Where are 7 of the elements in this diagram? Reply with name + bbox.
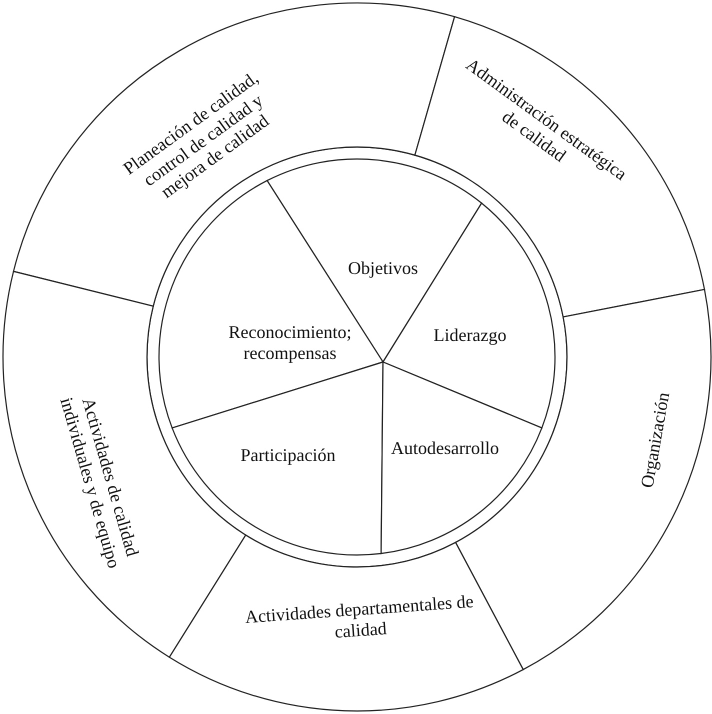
segment-label: Participación xyxy=(240,444,336,466)
segment-label: Objetivos xyxy=(348,258,418,278)
segment-label: Reconocimiento; recompensas xyxy=(228,322,352,364)
segment-label: Organización xyxy=(636,390,674,490)
segment-label: Liderazgo xyxy=(434,324,506,346)
segment-label: Autodesarrollo xyxy=(391,438,499,458)
segment-label: Actividades departamentales de calidad xyxy=(244,591,476,644)
